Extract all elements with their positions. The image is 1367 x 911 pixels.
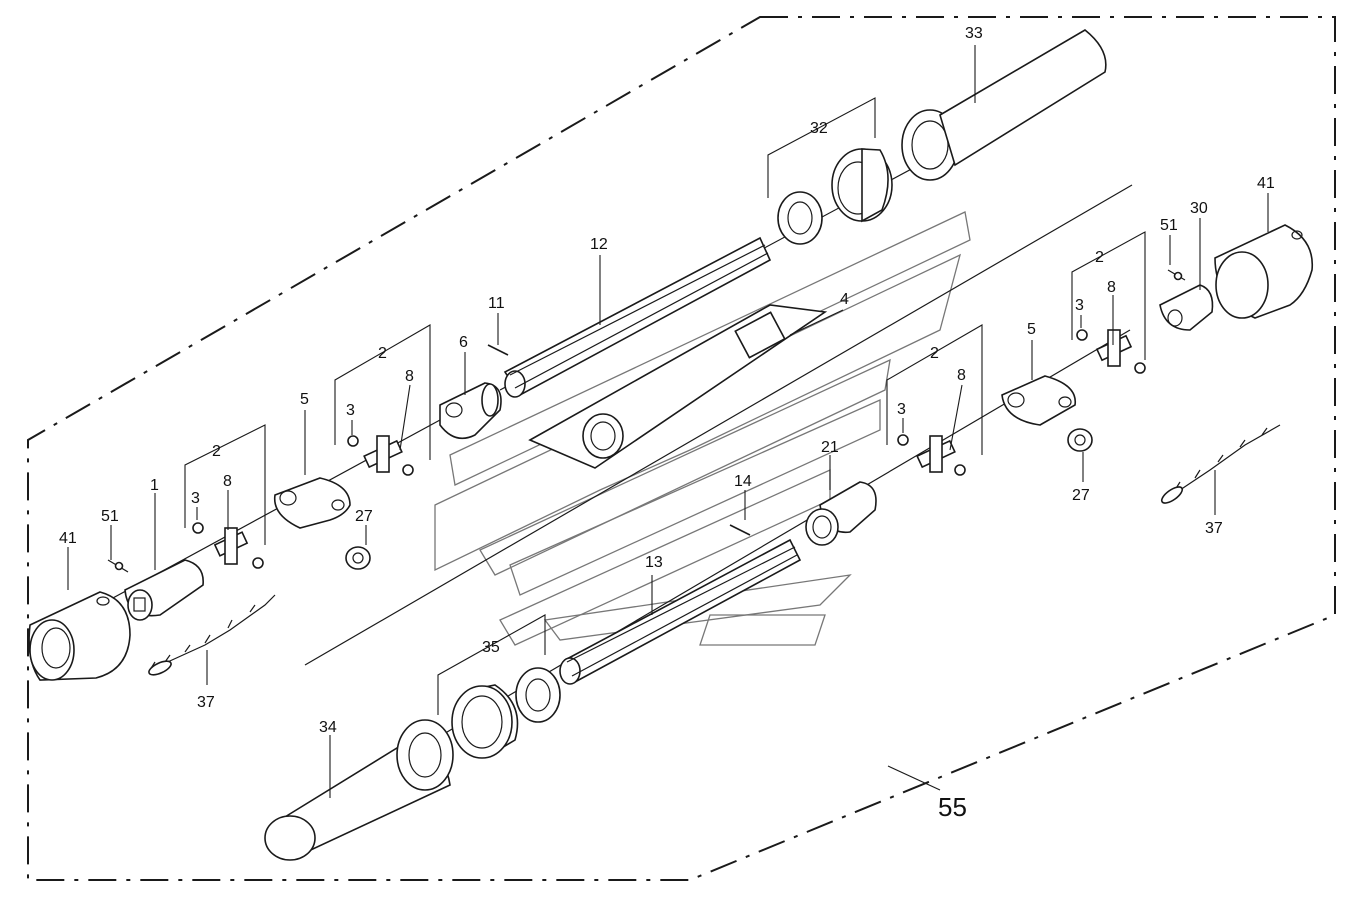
bearing-ring-35 — [451, 684, 519, 759]
label-27-b: 27 — [1072, 487, 1090, 504]
label-5-b: 5 — [1027, 321, 1036, 338]
label-2-c: 2 — [930, 345, 939, 362]
assembly-leader — [887, 765, 941, 791]
label-5-a: 5 — [300, 391, 309, 408]
label-30: 30 — [1190, 200, 1208, 217]
guard-cone-right — [1214, 224, 1314, 319]
label-27-a: 27 — [355, 508, 373, 525]
bearing-ring-32 — [831, 148, 893, 223]
assembly-number-label: 55 — [938, 792, 967, 822]
label-13: 13 — [645, 554, 663, 571]
label-35: 35 — [482, 639, 500, 656]
label-37-a: 37 — [197, 694, 215, 711]
shield-plate-4 — [528, 304, 828, 469]
label-3-b: 3 — [191, 490, 200, 507]
label-2-d: 2 — [1095, 249, 1104, 266]
cross-journal-left — [192, 522, 264, 569]
label-14: 14 — [734, 473, 752, 490]
bolt-51-left — [107, 559, 129, 573]
label-21: 21 — [821, 439, 839, 456]
pin-11 — [487, 344, 509, 356]
label-37-b: 37 — [1205, 520, 1223, 537]
yoke-1 — [124, 559, 204, 621]
yoke-5-left — [273, 477, 351, 529]
label-11: 11 — [488, 295, 505, 312]
inner-tube-12 — [503, 236, 772, 398]
plate-32 — [777, 191, 823, 245]
label-12: 12 — [590, 236, 608, 253]
assembly-boundary — [27, 16, 1336, 881]
label-6: 6 — [459, 334, 468, 351]
outer-tube-33 — [901, 29, 1107, 181]
label-41-b: 41 — [1257, 175, 1275, 192]
safety-chain-right — [1160, 424, 1281, 504]
label-32: 32 — [810, 120, 828, 137]
label-8-b: 8 — [223, 473, 232, 490]
cross-journal-mid-right — [897, 434, 966, 476]
label-3-d: 3 — [1075, 297, 1084, 314]
cross-journal-right — [1076, 329, 1146, 374]
washer-27-right — [1067, 428, 1093, 452]
bolt-51-right — [1167, 269, 1186, 281]
outer-tube-34 — [264, 719, 454, 861]
label-2-b: 2 — [212, 443, 221, 460]
label-1: 1 — [150, 477, 159, 494]
label-4: 4 — [840, 291, 849, 308]
label-33: 33 — [965, 25, 983, 42]
label-41-a: 41 — [59, 530, 77, 547]
cross-journal-mid-left — [347, 435, 414, 476]
label-3-c: 3 — [897, 401, 906, 418]
washer-27-left — [345, 546, 371, 570]
yoke-6 — [439, 382, 502, 440]
label-8-a: 8 — [405, 368, 414, 385]
leader-lines — [67, 45, 1269, 798]
label-2-a: 2 — [378, 345, 387, 362]
label-8-c: 8 — [957, 367, 966, 384]
yoke-30 — [1159, 284, 1214, 331]
guard-cone-left — [28, 591, 131, 681]
pin-14 — [729, 524, 751, 536]
label-8-d: 8 — [1107, 279, 1116, 296]
safety-chain-left — [148, 594, 276, 676]
inner-tube-13 — [559, 538, 802, 685]
yoke-5-right — [1001, 375, 1076, 426]
axis-line-upper — [304, 184, 1133, 666]
label-3-a: 3 — [346, 402, 355, 419]
yoke-21 — [805, 481, 877, 546]
label-51-b: 51 — [1160, 217, 1178, 234]
plate-35 — [515, 667, 561, 723]
label-34: 34 — [319, 719, 337, 736]
label-51-a: 51 — [101, 508, 119, 525]
